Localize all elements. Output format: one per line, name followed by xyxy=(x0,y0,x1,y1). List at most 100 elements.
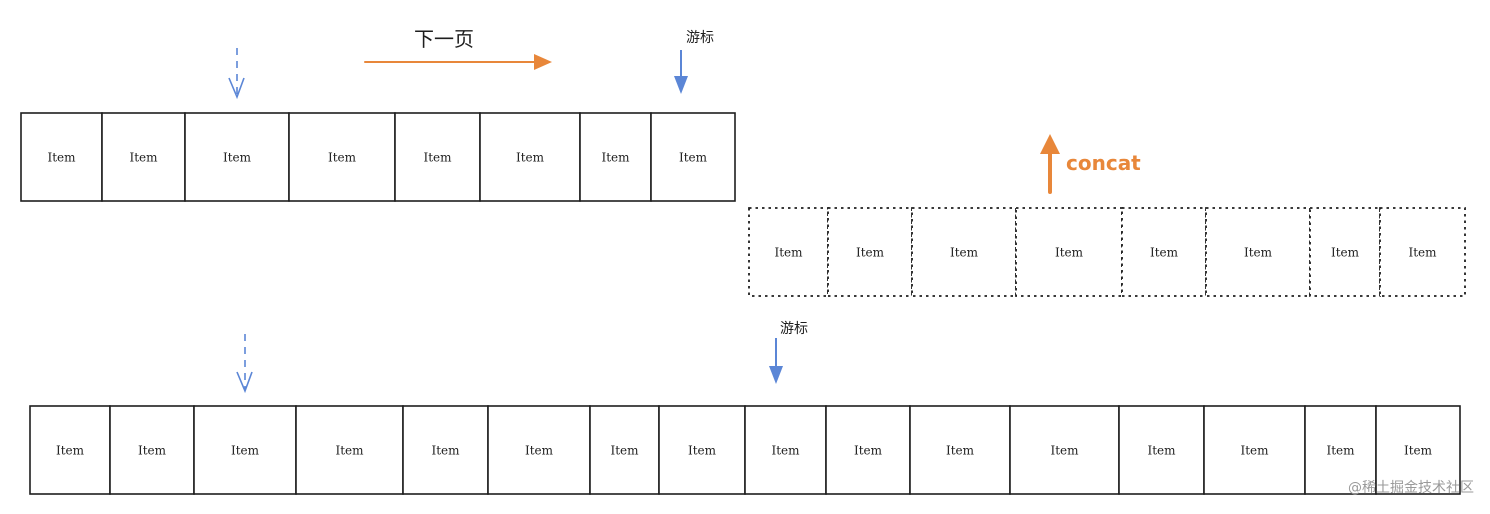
current-page-row: Item Item Item Item Item Item Item Item xyxy=(20,112,736,202)
cursor-label-top: 游标 xyxy=(686,30,714,46)
item-label: Item xyxy=(56,444,85,458)
item-label: Item xyxy=(679,151,708,165)
item-box-outline xyxy=(1118,405,1205,495)
arrow-up-icon xyxy=(1040,134,1060,194)
item-box-outline xyxy=(650,112,736,202)
merged-list-item-box: Item xyxy=(402,405,489,495)
merged-list-item-box: Item xyxy=(1375,405,1461,495)
current-page-item-box: Item xyxy=(288,112,396,202)
merged-list-item-box: Item xyxy=(1118,405,1205,495)
item-label: Item xyxy=(1331,246,1360,260)
item-label: Item xyxy=(423,151,452,165)
current-page-item-box: Item xyxy=(579,112,652,202)
item-box-outline xyxy=(479,112,581,202)
item-label: Item xyxy=(138,444,167,458)
arrow-right-icon xyxy=(364,54,552,70)
item-label: Item xyxy=(771,444,800,458)
merged-list-item-box: Item xyxy=(295,405,404,495)
merged-list-item-box: Item xyxy=(658,405,746,495)
merged-list-item-box: Item xyxy=(909,405,1011,495)
arrow-down-icon xyxy=(674,50,688,94)
item-box-outline xyxy=(20,112,103,202)
item-box-outline xyxy=(295,405,404,495)
merged-list-right-row: Item Item Item Item Item Item Item Item xyxy=(744,405,1461,495)
merged-list-item-box: Item xyxy=(193,405,297,495)
item-label: Item xyxy=(47,151,76,165)
item-box-outline xyxy=(109,405,195,495)
concat-label: concat xyxy=(1066,151,1141,175)
merged-list-item-box: Item xyxy=(29,405,111,495)
merged-list-item-box: Item xyxy=(487,405,591,495)
item-label: Item xyxy=(1326,444,1355,458)
item-label: Item xyxy=(335,444,364,458)
item-label: Item xyxy=(688,444,717,458)
item-label: Item xyxy=(129,151,158,165)
next-page-item-box: Item xyxy=(1309,207,1381,297)
item-label: Item xyxy=(1050,444,1079,458)
next-page-item-box: Item xyxy=(1121,207,1207,297)
current-page-item-box: Item xyxy=(394,112,481,202)
arrow-down-icon xyxy=(769,338,783,384)
item-label: Item xyxy=(854,444,883,458)
item-label: Item xyxy=(231,444,260,458)
item-label: Item xyxy=(1404,444,1433,458)
item-box-outline xyxy=(579,112,652,202)
merged-list-item-box: Item xyxy=(744,405,827,495)
item-box-outline xyxy=(911,207,1017,297)
item-box-outline xyxy=(748,207,829,297)
item-box-outline xyxy=(29,405,111,495)
item-label: Item xyxy=(1244,246,1273,260)
item-box-outline xyxy=(394,112,481,202)
item-label: Item xyxy=(1408,246,1437,260)
item-label: Item xyxy=(223,151,252,165)
item-box-outline xyxy=(589,405,660,495)
merged-list-item-box: Item xyxy=(1304,405,1377,495)
item-box-outline xyxy=(658,405,746,495)
item-box-outline xyxy=(1015,207,1123,297)
item-label: Item xyxy=(516,151,545,165)
item-box-outline xyxy=(825,405,911,495)
item-label: Item xyxy=(946,444,975,458)
item-label: Item xyxy=(1150,246,1179,260)
merged-list-item-box: Item xyxy=(1203,405,1306,495)
item-box-outline xyxy=(827,207,913,297)
dashed-arrow-down-icon xyxy=(236,334,253,394)
current-page-item-box: Item xyxy=(184,112,290,202)
item-label: Item xyxy=(610,444,639,458)
next-page-label: 下一页 xyxy=(414,27,474,51)
next-page-item-box: Item xyxy=(748,207,829,297)
item-label: Item xyxy=(431,444,460,458)
item-box-outline xyxy=(1009,405,1120,495)
next-page-row: Item Item Item Item Item Item Item Item xyxy=(748,207,1466,297)
next-page-item-box: Item xyxy=(1015,207,1123,297)
item-box-outline xyxy=(193,405,297,495)
item-label: Item xyxy=(1147,444,1176,458)
item-box-outline xyxy=(101,112,186,202)
item-box-outline xyxy=(744,405,827,495)
current-page-item-box: Item xyxy=(479,112,581,202)
item-label: Item xyxy=(328,151,357,165)
item-box-outline xyxy=(1375,405,1461,495)
current-page-item-box: Item xyxy=(101,112,186,202)
item-box-outline xyxy=(1203,405,1306,495)
item-label: Item xyxy=(1240,444,1269,458)
item-label: Item xyxy=(774,246,803,260)
next-page-item-box: Item xyxy=(1379,207,1466,297)
item-label: Item xyxy=(601,151,630,165)
item-label: Item xyxy=(950,246,979,260)
item-box-outline xyxy=(1379,207,1466,297)
item-box-outline xyxy=(184,112,290,202)
next-page-item-box: Item xyxy=(911,207,1017,297)
item-label: Item xyxy=(1055,246,1084,260)
next-page-item-box: Item xyxy=(827,207,913,297)
current-page-item-box: Item xyxy=(20,112,103,202)
item-box-outline xyxy=(1304,405,1377,495)
merged-list-item-box: Item xyxy=(589,405,660,495)
item-label: Item xyxy=(856,246,885,260)
merged-list-left-row: Item Item Item Item Item Item Item Item xyxy=(29,405,746,495)
current-page-item-box: Item xyxy=(650,112,736,202)
next-page-item-box: Item xyxy=(1205,207,1311,297)
cursor-label-bottom: 游标 xyxy=(780,321,808,337)
merged-list-item-box: Item xyxy=(825,405,911,495)
